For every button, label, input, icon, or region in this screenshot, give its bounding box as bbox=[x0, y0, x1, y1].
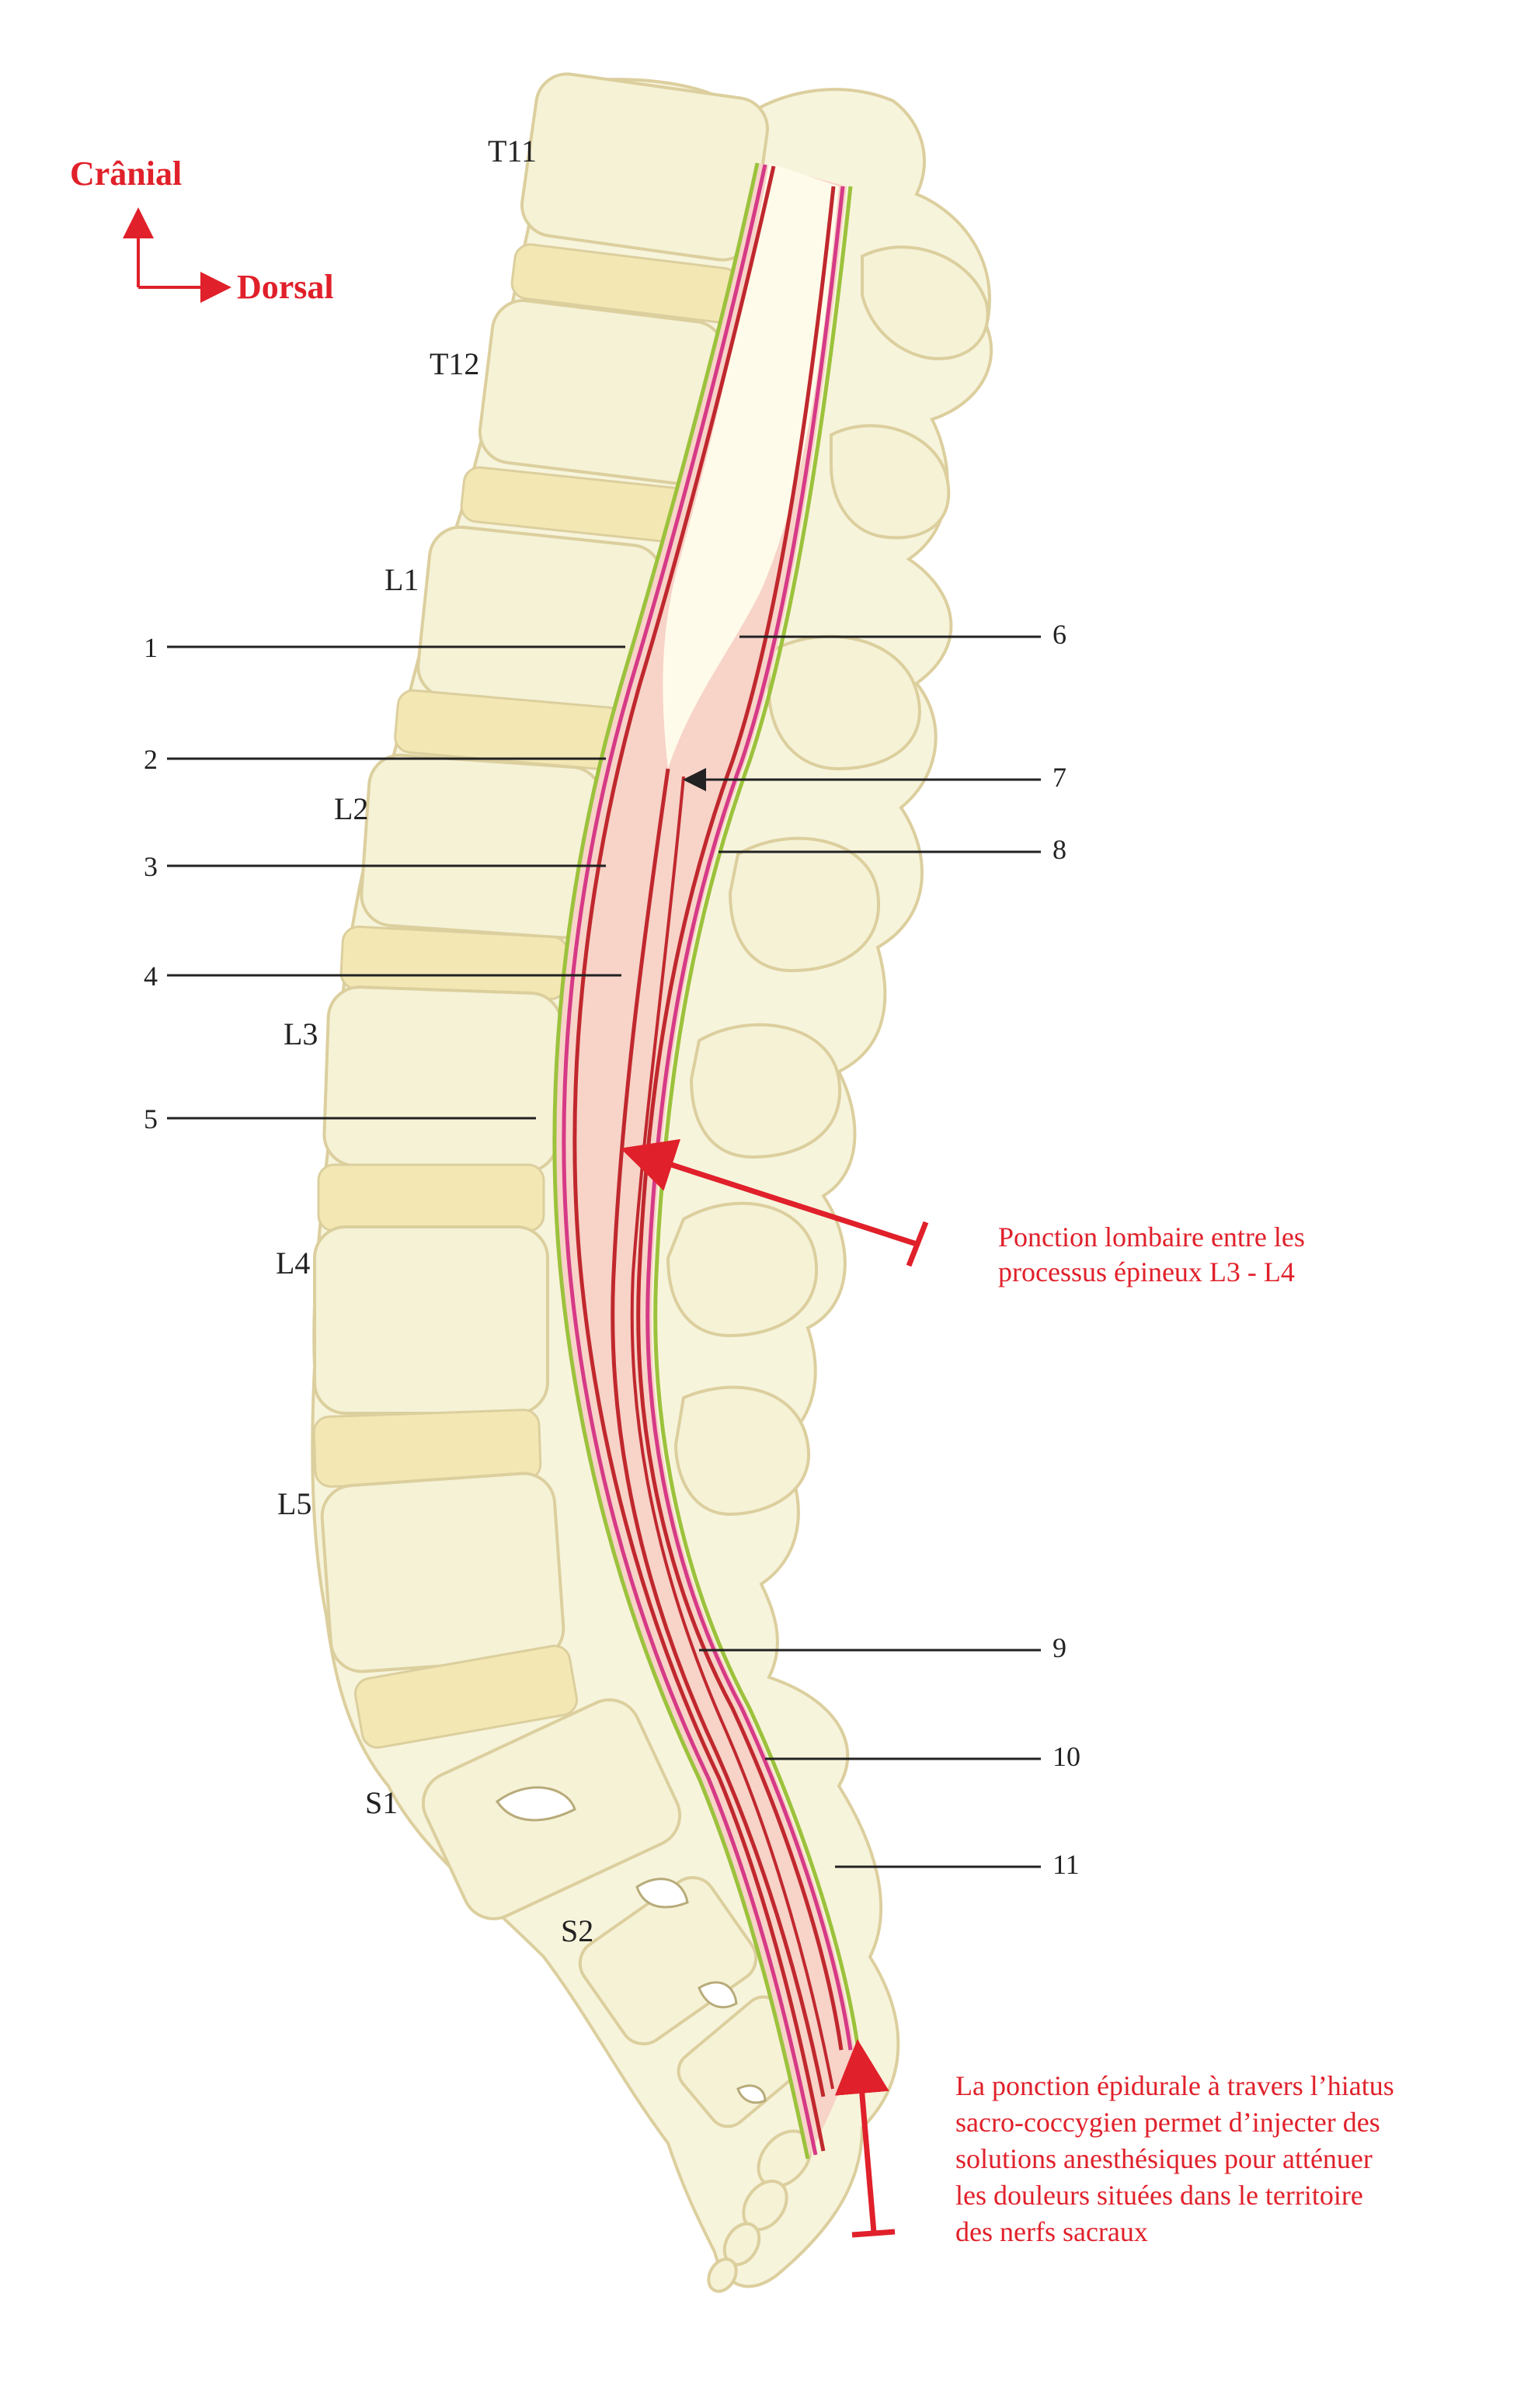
coccyx-segment bbox=[707, 2257, 738, 2293]
lumbar-note-line-2: processus épineux L3 - L4 bbox=[998, 1256, 1295, 1287]
vertebra-labels: T11 T12 L1 L2 L3 L4 L5 S1 S2 bbox=[276, 134, 593, 1948]
label-s1: S1 bbox=[365, 1785, 398, 1820]
vertebra-body-l4 bbox=[313, 1225, 549, 1415]
callout-8: 8 bbox=[1053, 834, 1066, 865]
epidural-note-line-5: des nerfs sacraux bbox=[955, 2216, 1148, 2247]
green-meninge-line bbox=[552, 162, 810, 2160]
epidural-note-line-1: La ponction épidurale à travers l’hiatus bbox=[955, 2070, 1394, 2101]
callout-7: 7 bbox=[1053, 762, 1066, 793]
conus-medullaris-line bbox=[611, 768, 826, 2097]
vertebra-body-l2 bbox=[360, 753, 604, 940]
green-meninge-line-posterior bbox=[653, 186, 861, 2051]
lumbar-note-line-1: Ponction lombaire entre les bbox=[998, 1221, 1305, 1253]
puncture-arrows bbox=[620, 1138, 929, 2238]
vertebra-body-l3 bbox=[322, 985, 563, 1173]
red-meninge-line-posterior bbox=[636, 186, 844, 2051]
spinal-cord bbox=[663, 163, 839, 769]
callout-5: 5 bbox=[144, 1103, 158, 1135]
label-t12: T12 bbox=[430, 346, 479, 381]
epidural-puncture-tbar bbox=[851, 2229, 896, 2238]
sacral-foramen bbox=[698, 1981, 738, 2009]
lumbar-puncture-note: Ponction lombaire entre les processus ép… bbox=[998, 1221, 1305, 1287]
disc-l3-l4 bbox=[317, 1163, 545, 1232]
vertebra-body-s2 bbox=[578, 1875, 758, 2046]
spinous-process bbox=[673, 1385, 811, 1517]
pink-meninge-line bbox=[562, 164, 818, 2156]
callout-6: 6 bbox=[1053, 619, 1066, 650]
callout-9: 9 bbox=[1053, 1632, 1066, 1663]
label-l4: L4 bbox=[276, 1246, 310, 1280]
callout-1: 1 bbox=[144, 632, 158, 663]
callout-4: 4 bbox=[144, 961, 158, 992]
callout-3: 3 bbox=[144, 851, 158, 882]
spinous-process bbox=[666, 1201, 819, 1338]
callout-10: 10 bbox=[1053, 1741, 1080, 1772]
lumbar-puncture-arrow bbox=[620, 1138, 918, 1247]
spinal-canal bbox=[552, 162, 861, 2160]
spinous-process bbox=[689, 1023, 842, 1159]
orientation-dorsal-label: Dorsal bbox=[237, 268, 334, 306]
orientation-cranial-label: Crânial bbox=[70, 155, 182, 193]
epidural-note-line-3: solutions anesthésiques pour atténuer bbox=[955, 2143, 1373, 2174]
vertebra-body-t11 bbox=[520, 72, 769, 262]
spinous-process bbox=[767, 634, 921, 771]
lumbar-puncture-tbar bbox=[906, 1221, 929, 1267]
right-callouts: 6 7 8 9 10 11 bbox=[683, 619, 1080, 1880]
label-l5: L5 bbox=[277, 1486, 311, 1521]
sacral-foramen bbox=[495, 1786, 576, 1822]
left-callouts: 1 2 3 4 5 bbox=[144, 632, 625, 1135]
vertebra-body-l5 bbox=[320, 1472, 565, 1673]
orientation-indicator: Crânial Dorsal bbox=[70, 155, 334, 306]
red-meninge-line bbox=[572, 165, 826, 2152]
label-t11: T11 bbox=[488, 134, 537, 169]
epidural-note-line-2: sacro-coccygien permet d’injecter des bbox=[955, 2107, 1380, 2138]
epidural-puncture-arrow bbox=[834, 2039, 889, 2233]
callout-2: 2 bbox=[144, 744, 158, 775]
spinous-process bbox=[830, 424, 951, 540]
sacral-foramen bbox=[635, 1878, 689, 1909]
epidural-note-line-4: les douleurs situées dans le territoire bbox=[955, 2180, 1363, 2211]
epidural-puncture-note: La ponction épidurale à travers l’hiatus… bbox=[955, 2070, 1394, 2247]
spinous-process bbox=[728, 836, 881, 973]
pink-meninge-line-posterior bbox=[645, 186, 853, 2051]
label-l2: L2 bbox=[334, 791, 368, 826]
label-l1: L1 bbox=[384, 562, 419, 597]
callout-11: 11 bbox=[1053, 1849, 1080, 1880]
filum-terminale-line bbox=[630, 776, 834, 2090]
disc-l5-s1 bbox=[353, 1645, 579, 1749]
spinous-process bbox=[861, 245, 990, 360]
sacral-foramen bbox=[736, 2084, 767, 2104]
label-s2: S2 bbox=[561, 1913, 593, 1948]
label-l3: L3 bbox=[284, 1016, 318, 1051]
